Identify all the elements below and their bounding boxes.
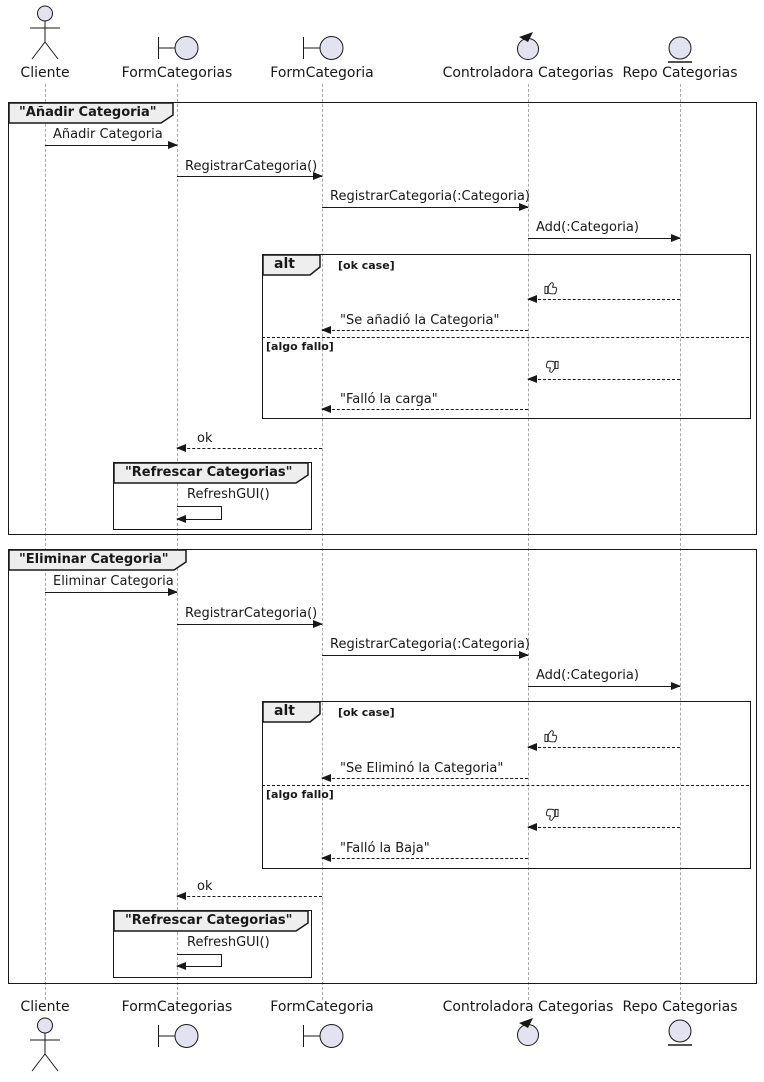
frame-title: "Eliminar Categoria" — [19, 552, 169, 567]
frame-refrescar-title-tab: "Refrescar Categorias" — [113, 910, 309, 936]
lifeline-formcategoria — [322, 84, 323, 1000]
participant-label-controladora: Controladora Categorias — [442, 65, 614, 81]
return-label: "Se Eliminó la Categoria" — [340, 761, 504, 776]
frame-title: "Refrescar Categorias" — [125, 465, 293, 480]
self-message-arrow — [177, 954, 222, 955]
participant-label-formcategoria: FormCategoria — [270, 65, 374, 81]
return-label: ok — [197, 431, 213, 446]
message-arrow — [177, 172, 323, 180]
message-label: RegistrarCategoria() — [185, 606, 318, 621]
thumb-down-icon — [545, 808, 559, 821]
alt-divider — [262, 785, 749, 786]
frame-anadir-title-tab: "Añadir Categoria" — [8, 102, 174, 128]
return-arrow — [527, 823, 680, 831]
participant-label-repo: Repo Categorias — [622, 999, 738, 1015]
message-arrow — [177, 620, 323, 628]
lifeline-formcategorias — [177, 84, 178, 1000]
alt-fragment — [262, 254, 751, 419]
boundary-icon — [303, 1024, 344, 1048]
return-label: "Se añadió la Categoria" — [340, 313, 500, 328]
return-arrow — [527, 743, 680, 751]
frame-refrescar-title-tab: "Refrescar Categorias" — [113, 462, 309, 488]
self-message-arrow — [221, 954, 222, 967]
participant-label-formcategoria: FormCategoria — [270, 999, 374, 1015]
message-label: RefreshGUI() — [187, 487, 270, 502]
boundary-icon — [158, 1024, 199, 1048]
return-arrow — [527, 375, 680, 383]
frame-title: "Añadir Categoria" — [19, 105, 157, 120]
frame-title: "Refrescar Categorias" — [125, 913, 293, 928]
alt-operator-tab: alt — [262, 701, 321, 727]
lifeline-repo — [680, 84, 681, 1000]
lifeline-controladora — [528, 84, 529, 1000]
return-arrow — [176, 892, 322, 900]
frame-anadir-categoria — [8, 102, 757, 535]
message-arrow — [528, 234, 681, 242]
alt-operator: alt — [274, 703, 295, 719]
lifeline-cliente — [45, 84, 46, 1000]
self-message-arrow — [176, 962, 222, 970]
entity-icon — [668, 36, 692, 63]
participant-label-formcategorias: FormCategorias — [121, 65, 233, 81]
return-arrow — [321, 854, 528, 862]
self-message-arrow — [176, 515, 222, 523]
return-arrow — [527, 295, 680, 303]
alt-operator-tab: alt — [262, 254, 321, 280]
message-arrow — [322, 651, 529, 659]
thumb-down-icon — [545, 360, 559, 373]
guard-fail: [algo fallo] — [266, 788, 334, 801]
message-label: Add(:Categoria) — [536, 668, 639, 683]
control-icon — [517, 1018, 539, 1046]
message-arrow — [45, 141, 178, 149]
thumb-up-icon — [544, 730, 558, 743]
return-arrow — [321, 405, 528, 413]
message-label: RegistrarCategoria(:Categoria) — [330, 637, 530, 652]
boundary-icon — [158, 36, 199, 60]
actor-icon — [30, 5, 60, 60]
participant-label-formcategorias: FormCategorias — [121, 999, 233, 1015]
message-arrow — [45, 588, 178, 596]
alt-operator: alt — [274, 256, 295, 272]
self-message-arrow — [177, 506, 222, 507]
participant-label-repo: Repo Categorias — [622, 65, 738, 81]
message-label: Add(:Categoria) — [536, 220, 639, 235]
guard-fail: [algo fallo] — [266, 340, 334, 353]
message-arrow — [528, 682, 681, 690]
message-label: RegistrarCategoria() — [185, 159, 318, 174]
control-icon — [517, 32, 539, 60]
return-arrow — [176, 444, 322, 452]
return-label: ok — [197, 879, 213, 894]
return-label: "Falló la Baja" — [340, 841, 430, 856]
message-arrow — [322, 203, 529, 211]
thumb-up-icon — [544, 282, 558, 295]
return-arrow — [321, 774, 528, 782]
participant-label-cliente: Cliente — [20, 999, 70, 1015]
frame-eliminar-title-tab: "Eliminar Categoria" — [8, 549, 187, 575]
message-label: Añadir Categoria — [53, 127, 163, 142]
self-message-arrow — [221, 506, 222, 519]
guard-ok: [ok case] — [338, 706, 395, 719]
guard-ok: [ok case] — [338, 259, 395, 272]
entity-icon — [668, 1019, 692, 1046]
actor-icon — [30, 1017, 60, 1072]
return-arrow — [321, 326, 528, 334]
boundary-icon — [303, 36, 344, 60]
return-label: "Falló la carga" — [340, 392, 438, 407]
participant-label-controladora: Controladora Categorias — [442, 999, 614, 1015]
message-label: RefreshGUI() — [187, 935, 270, 950]
participant-label-cliente: Cliente — [20, 65, 70, 81]
alt-divider — [262, 337, 749, 338]
frame-eliminar-categoria — [8, 549, 757, 984]
message-label: Eliminar Categoria — [53, 574, 174, 589]
message-label: RegistrarCategoria(:Categoria) — [330, 189, 530, 204]
